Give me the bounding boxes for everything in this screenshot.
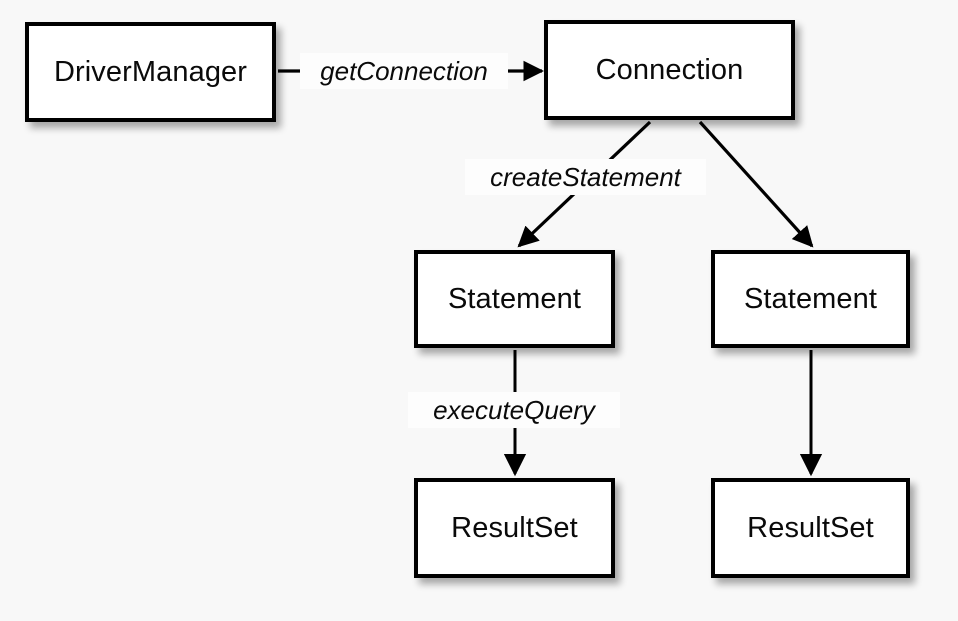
edge-label-execute-query: executeQuery: [408, 392, 620, 428]
node-label-statement-left: Statement: [447, 282, 582, 315]
node-label-resultset-left: ResultSet: [451, 511, 578, 544]
node-label-driver-manager: DriverManager: [53, 55, 248, 88]
node-statement-right[interactable]: Statement: [711, 250, 910, 348]
node-label-resultset-right: ResultSet: [747, 511, 874, 544]
edge-label-create-statement: createStatement: [465, 159, 706, 195]
node-label-connection: Connection: [595, 53, 744, 86]
node-label-statement-right: Statement: [743, 282, 878, 315]
node-statement-left[interactable]: Statement: [414, 250, 615, 348]
node-driver-manager[interactable]: DriverManager: [25, 22, 276, 122]
node-resultset-left[interactable]: ResultSet: [414, 478, 615, 578]
node-resultset-right[interactable]: ResultSet: [711, 478, 910, 578]
node-connection[interactable]: Connection: [544, 20, 795, 120]
edge-label-get-connection: getConnection: [300, 53, 508, 89]
edge-line-create-statement-right: [698, 120, 814, 248]
